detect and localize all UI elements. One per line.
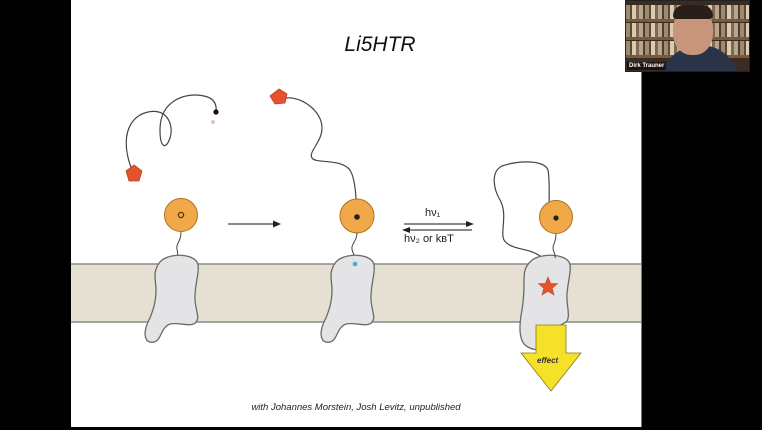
tether-chain: [125, 94, 217, 175]
anchor-protein: [164, 198, 198, 232]
anchor-site: [177, 211, 185, 219]
anchor-linker: [176, 231, 182, 259]
binding-pocket-empty: [352, 261, 358, 267]
reverse-light-thermal-label: hν₂ or kʙT: [404, 233, 454, 245]
webcam-video-tile[interactable]: Dirk Trauner: [625, 0, 750, 72]
conjugation-site: [553, 215, 559, 221]
stage-1-free-ligand: [125, 94, 219, 182]
receptor-body: [320, 254, 375, 343]
receptor-body: [144, 254, 199, 343]
ligand-pentagon: [125, 164, 143, 182]
speaker-hair: [673, 5, 713, 19]
effect-label: effect: [537, 356, 559, 365]
reaction-arrow: [228, 220, 281, 228]
participant-name-label: Dirk Trauner: [627, 62, 667, 70]
ligand-pentagon: [269, 88, 288, 105]
pink-dot: [211, 120, 215, 124]
slide-title: Li5HTR: [344, 33, 416, 56]
equilibrium-arrows: [402, 221, 474, 233]
ligand-star-bound: [537, 276, 559, 296]
stage-2-conjugated: [269, 88, 375, 343]
conjugation-site: [354, 214, 360, 220]
effect-arrow: [520, 324, 582, 392]
forward-light-label: hν₁: [425, 207, 441, 219]
stage-3-activated: [493, 161, 582, 392]
anchor-linker: [552, 233, 557, 259]
tether-chain: [285, 97, 358, 216]
stage-1-receptor: [144, 198, 199, 343]
reactive-end-dot: [213, 109, 219, 115]
anchor-linker: [351, 232, 358, 259]
slide-credit: with Johannes Morstein, Josh Levitz, unp…: [251, 402, 461, 413]
